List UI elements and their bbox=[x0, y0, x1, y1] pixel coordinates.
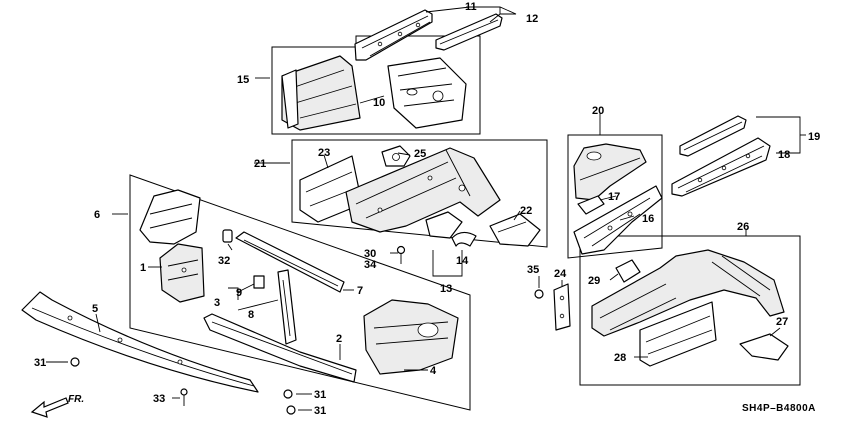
part-28-panel bbox=[639, 301, 717, 367]
part-10-housing bbox=[387, 57, 467, 129]
part-24-bracket bbox=[553, 283, 571, 331]
group-frame-6 bbox=[129, 174, 471, 411]
callout-30: 30 bbox=[364, 248, 376, 260]
part-4-side-panel bbox=[363, 299, 459, 375]
callout-32: 32 bbox=[218, 255, 230, 267]
part-25-mount bbox=[381, 145, 411, 167]
part-5-bumper-beam bbox=[21, 291, 259, 393]
part-31-clip-b bbox=[283, 389, 293, 399]
part-18-rail bbox=[671, 137, 771, 197]
callout-1: 1 bbox=[140, 262, 146, 274]
callout-12: 12 bbox=[526, 13, 538, 25]
part-11-rail bbox=[354, 9, 433, 61]
part-19-rail bbox=[679, 115, 747, 157]
callout-16: 16 bbox=[642, 213, 654, 225]
callout-19: 19 bbox=[808, 131, 820, 143]
part-6-bracket bbox=[139, 189, 201, 245]
callout-2: 2 bbox=[336, 333, 342, 345]
callout-28: 28 bbox=[614, 352, 626, 364]
part-16-panel bbox=[573, 185, 663, 255]
leader-lines bbox=[46, 6, 806, 411]
part-20-apron bbox=[573, 143, 647, 201]
diagram-code: SH4P–B4800A bbox=[742, 403, 816, 414]
part-9-clip bbox=[253, 275, 265, 289]
callout-21: 21 bbox=[254, 158, 266, 170]
part-26-side-frame bbox=[591, 249, 785, 337]
callout-17: 17 bbox=[608, 191, 620, 203]
callout-31-c: 31 bbox=[314, 405, 326, 417]
part-29-bracket bbox=[615, 259, 641, 283]
front-arrow-label: FR. bbox=[68, 394, 84, 405]
part-31-clip-a bbox=[70, 357, 80, 367]
part-21-wheelhouse bbox=[345, 147, 501, 233]
part-35-bolt bbox=[534, 289, 544, 299]
part-15-front-inner bbox=[281, 55, 361, 131]
callout-14: 14 bbox=[456, 255, 469, 267]
part-31-clip-c bbox=[286, 405, 296, 415]
callout-20: 20 bbox=[592, 105, 604, 117]
part-2-lower-beam bbox=[203, 313, 357, 383]
part-13-bracket bbox=[425, 211, 463, 239]
callout-25: 25 bbox=[414, 148, 426, 160]
part-32-clip bbox=[222, 229, 233, 243]
callout-22: 22 bbox=[520, 205, 532, 217]
callout-10: 10 bbox=[373, 97, 385, 109]
part-27-bracket bbox=[739, 333, 789, 361]
part-17-bracket bbox=[577, 195, 605, 215]
part-7-upper-beam bbox=[235, 231, 345, 293]
part-33-bolt bbox=[180, 388, 188, 406]
callout-15: 15 bbox=[237, 74, 249, 86]
part-22-bracket bbox=[489, 213, 541, 247]
part-8-post bbox=[277, 269, 297, 345]
part-12-rail bbox=[435, 13, 503, 51]
group-frame-20 bbox=[567, 134, 663, 259]
callout-31-b: 31 bbox=[314, 389, 326, 401]
callout-7: 7 bbox=[357, 285, 363, 297]
callout-35: 35 bbox=[527, 264, 539, 276]
callout-23: 23 bbox=[318, 147, 330, 159]
callout-18: 18 bbox=[778, 149, 790, 161]
callout-13: 13 bbox=[440, 283, 452, 295]
callout-31-a: 31 bbox=[34, 357, 46, 369]
callout-8: 8 bbox=[248, 309, 254, 321]
callout-3: 3 bbox=[214, 297, 220, 309]
callout-24: 24 bbox=[554, 268, 567, 280]
front-arrow-icon bbox=[30, 397, 69, 418]
part-30-bolt bbox=[396, 245, 406, 255]
part-14-clip bbox=[451, 231, 477, 247]
group-frame-26 bbox=[579, 235, 801, 386]
callout-6: 6 bbox=[94, 209, 100, 221]
callout-11: 11 bbox=[465, 1, 477, 13]
callout-labels: 11 12 15 10 21 23 25 22 30 34 14 13 20 1… bbox=[34, 1, 820, 417]
front-arrow: FR. bbox=[30, 394, 84, 418]
callout-26: 26 bbox=[737, 221, 749, 233]
part-1-side-panel bbox=[159, 243, 205, 303]
callout-34: 34 bbox=[364, 259, 377, 271]
callout-33: 33 bbox=[153, 393, 165, 405]
callout-4: 4 bbox=[430, 365, 437, 377]
group-frame-21 bbox=[291, 139, 548, 248]
callout-27: 27 bbox=[776, 316, 788, 328]
callout-5: 5 bbox=[92, 303, 98, 315]
callout-29: 29 bbox=[588, 275, 600, 287]
callout-9: 9 bbox=[236, 287, 242, 299]
